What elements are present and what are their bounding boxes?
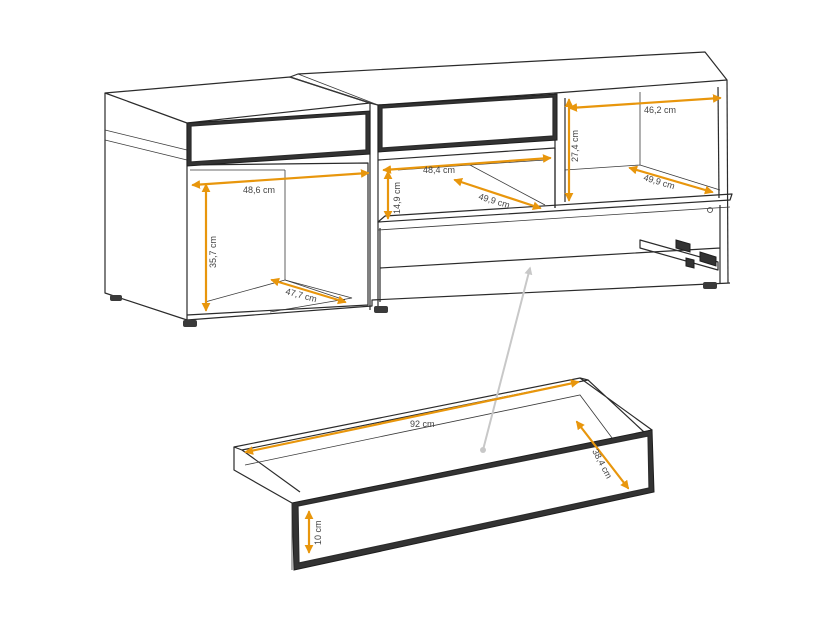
drawer-left-side <box>233 447 301 504</box>
cabinet-right-side <box>726 79 729 284</box>
label-right-compartment-height: 27,4 cm <box>570 130 580 162</box>
tv-cabinet <box>104 51 733 327</box>
middle-drawer-face <box>381 96 554 149</box>
dim-middle-shelf-width <box>382 154 552 174</box>
cabinet-left-side <box>104 93 188 321</box>
label-right-compartment-width: 46,2 cm <box>644 105 676 115</box>
drawer-runner-hardware <box>639 207 719 271</box>
cabinet-top-right <box>289 51 728 106</box>
cabinet-top-seam <box>289 73 379 106</box>
cabinet-right-side-inner <box>717 86 720 199</box>
cabinet-foot <box>374 306 388 313</box>
label-left-compartment-width: 48,6 cm <box>243 185 275 195</box>
dim-drawer-width <box>244 379 580 455</box>
cabinet-left-side-band <box>104 129 188 161</box>
drawer-detail <box>233 377 655 571</box>
cabinet-foot <box>110 295 122 301</box>
middle-shelf-edge <box>377 206 731 231</box>
drawer-right-side <box>579 377 653 433</box>
label-drawer-height: 10 cm <box>313 520 323 545</box>
location-pointer-arrow <box>482 266 533 451</box>
dim-left-compartment-depth <box>270 277 347 305</box>
label-left-compartment-height: 35,7 cm <box>208 236 218 268</box>
dim-middle-shelf-depth <box>453 178 542 210</box>
cabinet-foot <box>183 320 197 327</box>
middle-shelf <box>377 193 733 223</box>
middle-lower-opening <box>379 205 721 302</box>
dim-drawer-depth <box>575 420 630 490</box>
label-middle-shelf-height: 14,9 cm <box>392 182 402 214</box>
left-drawer-face <box>190 113 367 163</box>
middle-upper-shelf-area <box>377 147 556 208</box>
dim-left-compartment-width <box>191 169 370 189</box>
drawer-back-panel <box>233 377 589 451</box>
dim-right-compartment-width <box>568 94 722 112</box>
location-pointer-origin <box>480 447 486 453</box>
label-drawer-width: 92 cm <box>410 419 435 429</box>
dim-right-compartment-depth <box>628 165 714 195</box>
left-compartment-frame <box>186 162 369 316</box>
label-right-compartment-depth: 49,9 cm <box>642 172 676 191</box>
drawer-front-face <box>297 435 650 564</box>
dimension-lines <box>191 94 722 554</box>
label-middle-shelf-depth: 49,9 cm <box>477 191 511 210</box>
label-middle-shelf-width: 48,4 cm <box>423 165 455 175</box>
cabinet-front-bottom <box>186 282 731 321</box>
cabinet-foot <box>703 282 717 289</box>
center-divider <box>369 103 379 310</box>
